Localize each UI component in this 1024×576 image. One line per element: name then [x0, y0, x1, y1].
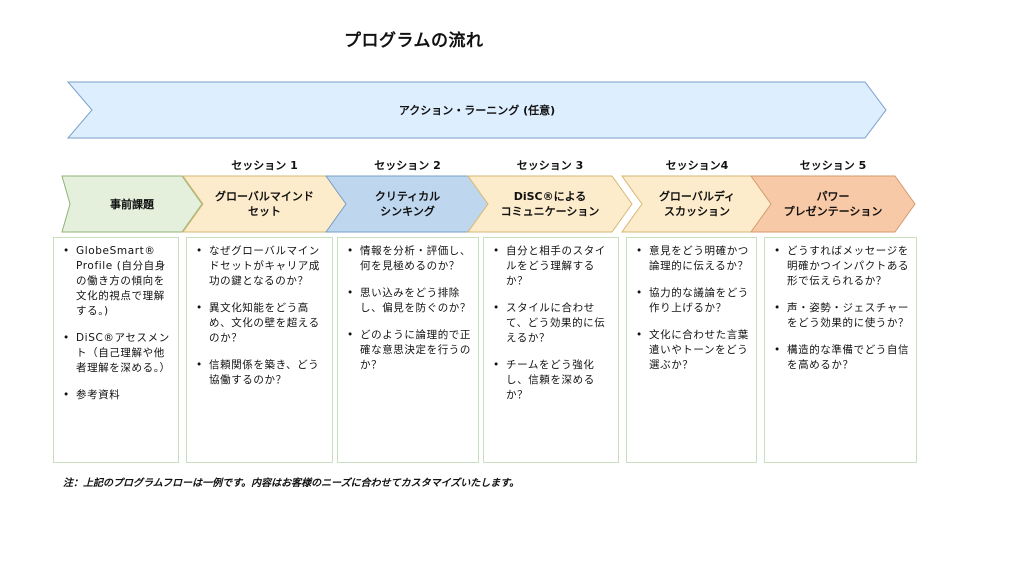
session-label: セッション 3 [516, 159, 584, 172]
list-item: • なぜグローバルマインドセットがキャリア成功の鍵となるのか？ [193, 244, 326, 289]
bullet-text: 異文化知能をどう高め、文化の壁を超えるのか？ [209, 302, 320, 344]
footnote: 注：上記のプログラムフローは一例です。内容はお客様のニーズに合わせてカスタマイズ… [63, 478, 520, 489]
bullet-list: • GlobeSmart® Profile (自分自身の働き方の傾向を文化的視点で… [60, 244, 172, 403]
bullet-text: 協力的な議論をどう作り上げるか？ [649, 287, 749, 314]
list-item: • 構造的な準備でどう自信を高めるか？ [771, 343, 910, 373]
bullet-icon: • [196, 245, 203, 257]
chevron-label-power-presentation: パワー プレゼンテーション [783, 190, 883, 218]
bullet-text: 文化に合わせた言葉遣いやトーンをどう選ぶか？ [649, 329, 749, 371]
bullet-text: 信頼関係を築き、どう協働するのか？ [209, 359, 320, 386]
list-item: • どのように論理的で正確な意思決定を行うのか？ [344, 328, 472, 373]
bullet-text: DiSC®アセスメント（自己理解や他者理解を深める。） [76, 332, 171, 374]
bullet-icon: • [63, 245, 70, 257]
list-item: • どうすればメッセージを明確かつインパクトある形で伝えられるか？ [771, 244, 910, 289]
chevron-label-prework: 事前課題 [110, 197, 154, 211]
chevron-power-presentation [750, 175, 916, 233]
bullet-text: 意見をどう明確かつ論理的に伝えるか？ [649, 245, 749, 272]
bullet-text: どうすればメッセージを明確かつインパクトある形で伝えられるか？ [787, 245, 910, 287]
bullet-text: なぜグローバルマインドセットがキャリア成功の鍵となるのか？ [209, 245, 320, 287]
bullet-icon: • [493, 359, 500, 371]
list-item: • 意見をどう明確かつ論理的に伝えるか？ [633, 244, 750, 274]
content-card-global-discussion: • 意見をどう明確かつ論理的に伝えるか？ • 協力的な議論をどう作り上げるか？ • 文化に… [626, 237, 757, 463]
list-item: • スタイルに合わせて、どう効果的に伝えるか？ [490, 301, 612, 346]
list-item: • 異文化知能をどう高め、文化の壁を超えるのか？ [193, 301, 326, 346]
session-label: セッション 1 [231, 159, 298, 172]
list-item: • DiSC®アセスメント（自己理解や他者理解を深める。） [60, 331, 172, 376]
bullet-icon: • [636, 287, 643, 299]
bullet-icon: • [774, 245, 781, 257]
list-item: • GlobeSmart® Profile (自分自身の働き方の傾向を文化的視点で… [60, 244, 172, 319]
bullet-list: • 情報を分析・評価し、何を見極めるのか？ • 思い込みをどう排除し、偏見を防ぐのか？… [344, 244, 472, 373]
session-label: セッション 5 [799, 159, 867, 172]
chevron-label-global-mindset: グローバルマインド セット [215, 190, 314, 218]
list-item: • 協力的な議論をどう作り上げるか？ [633, 286, 750, 316]
list-item: • 信頼関係を築き、どう協働するのか？ [193, 358, 326, 388]
session-label: セッション4 [665, 159, 729, 172]
session-label: セッション 2 [374, 159, 441, 172]
bullet-list: • なぜグローバルマインドセットがキャリア成功の鍵となるのか？ • 異文化知能をどう高… [193, 244, 326, 388]
bullet-text: GlobeSmart® Profile (自分自身の働き方の傾向を文化的視点で理… [76, 245, 166, 317]
list-item: • 文化に合わせた言葉遣いやトーンをどう選ぶか？ [633, 328, 750, 373]
bullet-icon: • [196, 359, 203, 371]
bullet-icon: • [493, 302, 500, 314]
bullet-text: 思い込みをどう排除し、偏見を防ぐのか？ [360, 287, 471, 314]
list-item: • 自分と相手のスタイルをどう理解するか？ [490, 244, 612, 289]
bullet-list: • 意見をどう明確かつ論理的に伝えるか？ • 協力的な議論をどう作り上げるか？ • 文化に… [633, 244, 750, 373]
bullet-text: スタイルに合わせて、どう効果的に伝えるか？ [506, 302, 606, 344]
chevron-label-disc-communication: DiSC®による コミュニケーション [500, 190, 600, 218]
action-learning-label: アクション・ラーニング (任意) [398, 104, 556, 117]
bullet-text: 自分と相手のスタイルをどう理解するか？ [506, 245, 606, 287]
page-title: プログラムの流れ [344, 31, 484, 51]
list-item: • 参考資料 [60, 388, 172, 403]
bullet-text: チームをどう強化し、信頼を深めるか？ [506, 359, 595, 401]
list-item: • 情報を分析・評価し、何を見極めるのか？ [344, 244, 472, 274]
bullet-icon: • [347, 329, 354, 341]
bullet-icon: • [347, 245, 354, 257]
list-item: • チームをどう強化し、信頼を深めるか？ [490, 358, 612, 403]
bullet-icon: • [636, 245, 643, 257]
bullet-text: 情報を分析・評価し、何を見極めるのか？ [360, 245, 471, 272]
content-card-prework: • GlobeSmart® Profile (自分自身の働き方の傾向を文化的視点で… [53, 237, 179, 463]
content-card-power-presentation: • どうすればメッセージを明確かつインパクトある形で伝えられるか？ • 声・姿勢・ジェ… [764, 237, 917, 463]
chevron-label-global-discussion: グローバルディ スカッション [658, 190, 736, 218]
bullet-icon: • [63, 389, 70, 401]
bullet-list: • 自分と相手のスタイルをどう理解するか？ • スタイルに合わせて、どう効果的に伝える… [490, 244, 612, 403]
bullet-text: 構造的な準備でどう自信を高めるか？ [787, 344, 910, 371]
content-card-critical-thinking: • 情報を分析・評価し、何を見極めるのか？ • 思い込みをどう排除し、偏見を防ぐのか？… [337, 237, 479, 463]
bullet-icon: • [774, 344, 781, 356]
chevron-disc-communication [467, 175, 633, 233]
chevron-label-critical-thinking: クリティカル シンキング [374, 190, 441, 218]
content-card-global-mindset: • なぜグローバルマインドセットがキャリア成功の鍵となるのか？ • 異文化知能をどう高… [186, 237, 333, 463]
action-learning-banner-arrow [66, 81, 887, 139]
bullet-icon: • [63, 332, 70, 344]
list-item: • 思い込みをどう排除し、偏見を防ぐのか？ [344, 286, 472, 316]
chevron-prework [61, 175, 203, 233]
bullet-list: • どうすればメッセージを明確かつインパクトある形で伝えられるか？ • 声・姿勢・ジェ… [771, 244, 910, 373]
content-card-disc-communication: • 自分と相手のスタイルをどう理解するか？ • スタイルに合わせて、どう効果的に伝える… [483, 237, 619, 463]
bullet-icon: • [636, 329, 643, 341]
bullet-text: どのように論理的で正確な意思決定を行うのか？ [360, 329, 471, 371]
bullet-icon: • [774, 302, 781, 314]
bullet-text: 参考資料 [76, 389, 121, 401]
list-item: • 声・姿勢・ジェスチャーをどう効果的に使うか？ [771, 301, 910, 331]
bullet-text: 声・姿勢・ジェスチャーをどう効果的に使うか？ [787, 302, 910, 329]
bullet-icon: • [347, 287, 354, 299]
bullet-icon: • [196, 302, 203, 314]
bullet-icon: • [493, 245, 500, 257]
